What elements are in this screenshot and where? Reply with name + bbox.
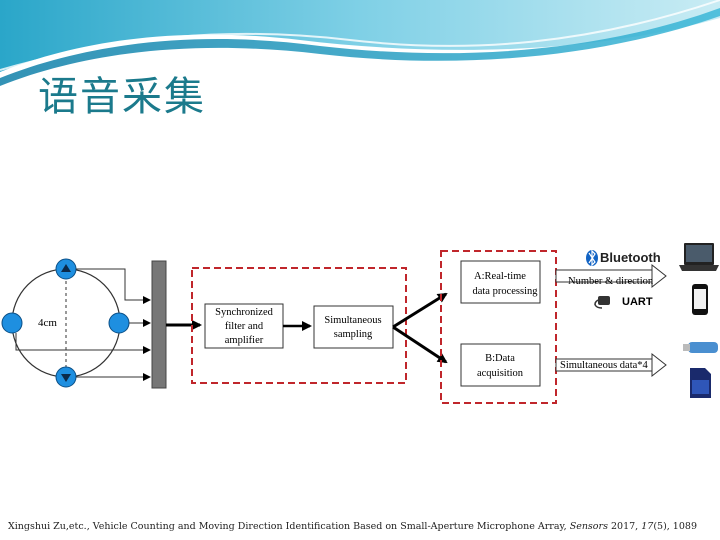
filter-block-line-2: filter and	[225, 321, 264, 332]
analog-processing-box	[191, 267, 407, 384]
citation-volume: 17	[641, 521, 654, 532]
bluetooth-logo: Bluetooth	[586, 249, 661, 267]
citation-pages: (5), 1089	[653, 521, 697, 532]
slide-title: 语音采集	[38, 74, 206, 120]
realtime-block-line-2: data processing	[472, 286, 538, 297]
system-diagram: 4cm Synchronized filter and amplifier Si…	[1, 243, 719, 404]
filter-block-line-1: Synchronized	[215, 307, 273, 318]
usb-drive-icon	[683, 342, 718, 353]
citation-journal: Sensors	[569, 521, 608, 532]
phone-icon	[692, 284, 708, 315]
signal-lines	[15, 268, 151, 381]
realtime-processing-block	[460, 260, 541, 304]
laptop-icon	[679, 243, 719, 271]
filter-block	[204, 303, 284, 349]
acquisition-block-line-2: acquisition	[477, 368, 524, 379]
digital-processing-box	[440, 250, 557, 404]
sd-card-icon	[690, 368, 711, 398]
filter-block-line-3: amplifier	[225, 335, 264, 346]
acquisition-output-label: Simultaneous data*4	[560, 360, 649, 371]
uart-connector: UART	[594, 296, 653, 309]
sampling-block-line-2: sampling	[334, 329, 373, 340]
data-acquisition-block	[460, 343, 541, 387]
citation-year: 2017,	[610, 521, 639, 532]
header-wave-decoration	[0, 0, 720, 86]
citation: Xingshui Zu,etc., Vehicle Counting and M…	[8, 521, 713, 532]
citation-paper-title: Vehicle Counting and Moving Direction Id…	[92, 521, 567, 532]
microphone-right	[108, 312, 130, 334]
acquisition-block-line-1: B:Data	[485, 353, 515, 364]
array-spacing-label: 4cm	[38, 317, 57, 329]
microphone-array: 4cm	[1, 258, 130, 388]
sampling-block-line-1: Simultaneous	[324, 315, 381, 326]
citation-authors: Xingshui Zu,etc.,	[8, 521, 90, 532]
realtime-block-line-1: A:Real-time	[474, 271, 526, 282]
sampling-block	[313, 305, 394, 349]
connector-bar	[151, 260, 167, 389]
uart-label: UART	[622, 296, 653, 308]
microphone-left	[1, 312, 23, 334]
uart-cable-icon	[598, 296, 610, 305]
realtime-output-label: Number & direction	[568, 276, 654, 287]
bluetooth-label: Bluetooth	[600, 250, 661, 265]
